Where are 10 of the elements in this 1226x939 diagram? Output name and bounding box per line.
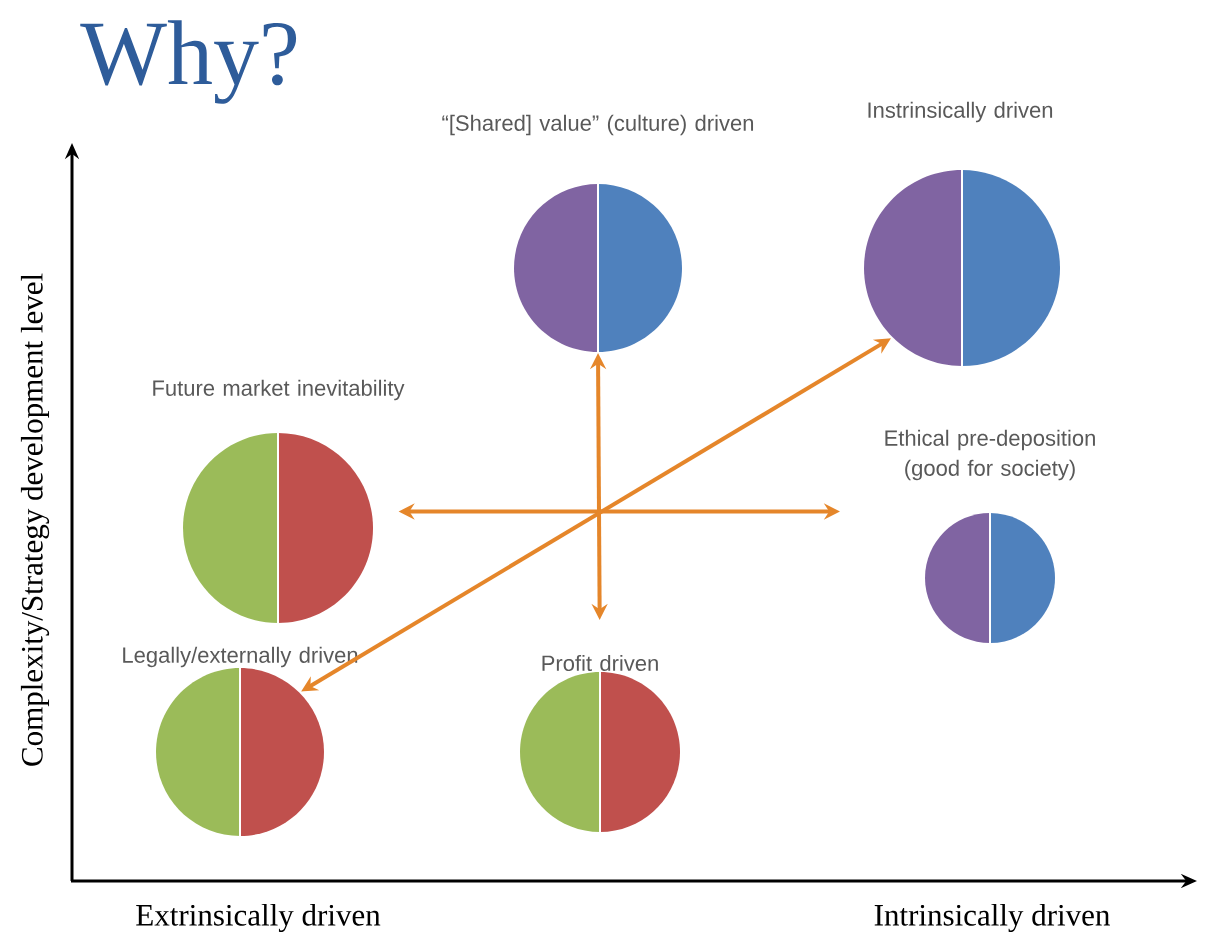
heading-text: “[Shared] value” (culture) driven	[442, 114, 753, 136]
heading-text: Legally/externally driven	[123, 646, 358, 668]
heading-text: Profit driven	[542, 654, 658, 672]
heading-text: Future market inevitability	[153, 379, 405, 401]
heading-text: Ethical pre-deposition (good for society)	[885, 429, 1095, 481]
axis-label: Intrinsically driven	[874, 903, 1110, 933]
title: Why?	[80, 20, 297, 104]
axis-label: Complexity/Strategy development level	[20, 273, 50, 766]
heading-text: Instrinsically driven	[868, 101, 1053, 123]
axis-label: Extrinsically driven	[136, 903, 381, 933]
